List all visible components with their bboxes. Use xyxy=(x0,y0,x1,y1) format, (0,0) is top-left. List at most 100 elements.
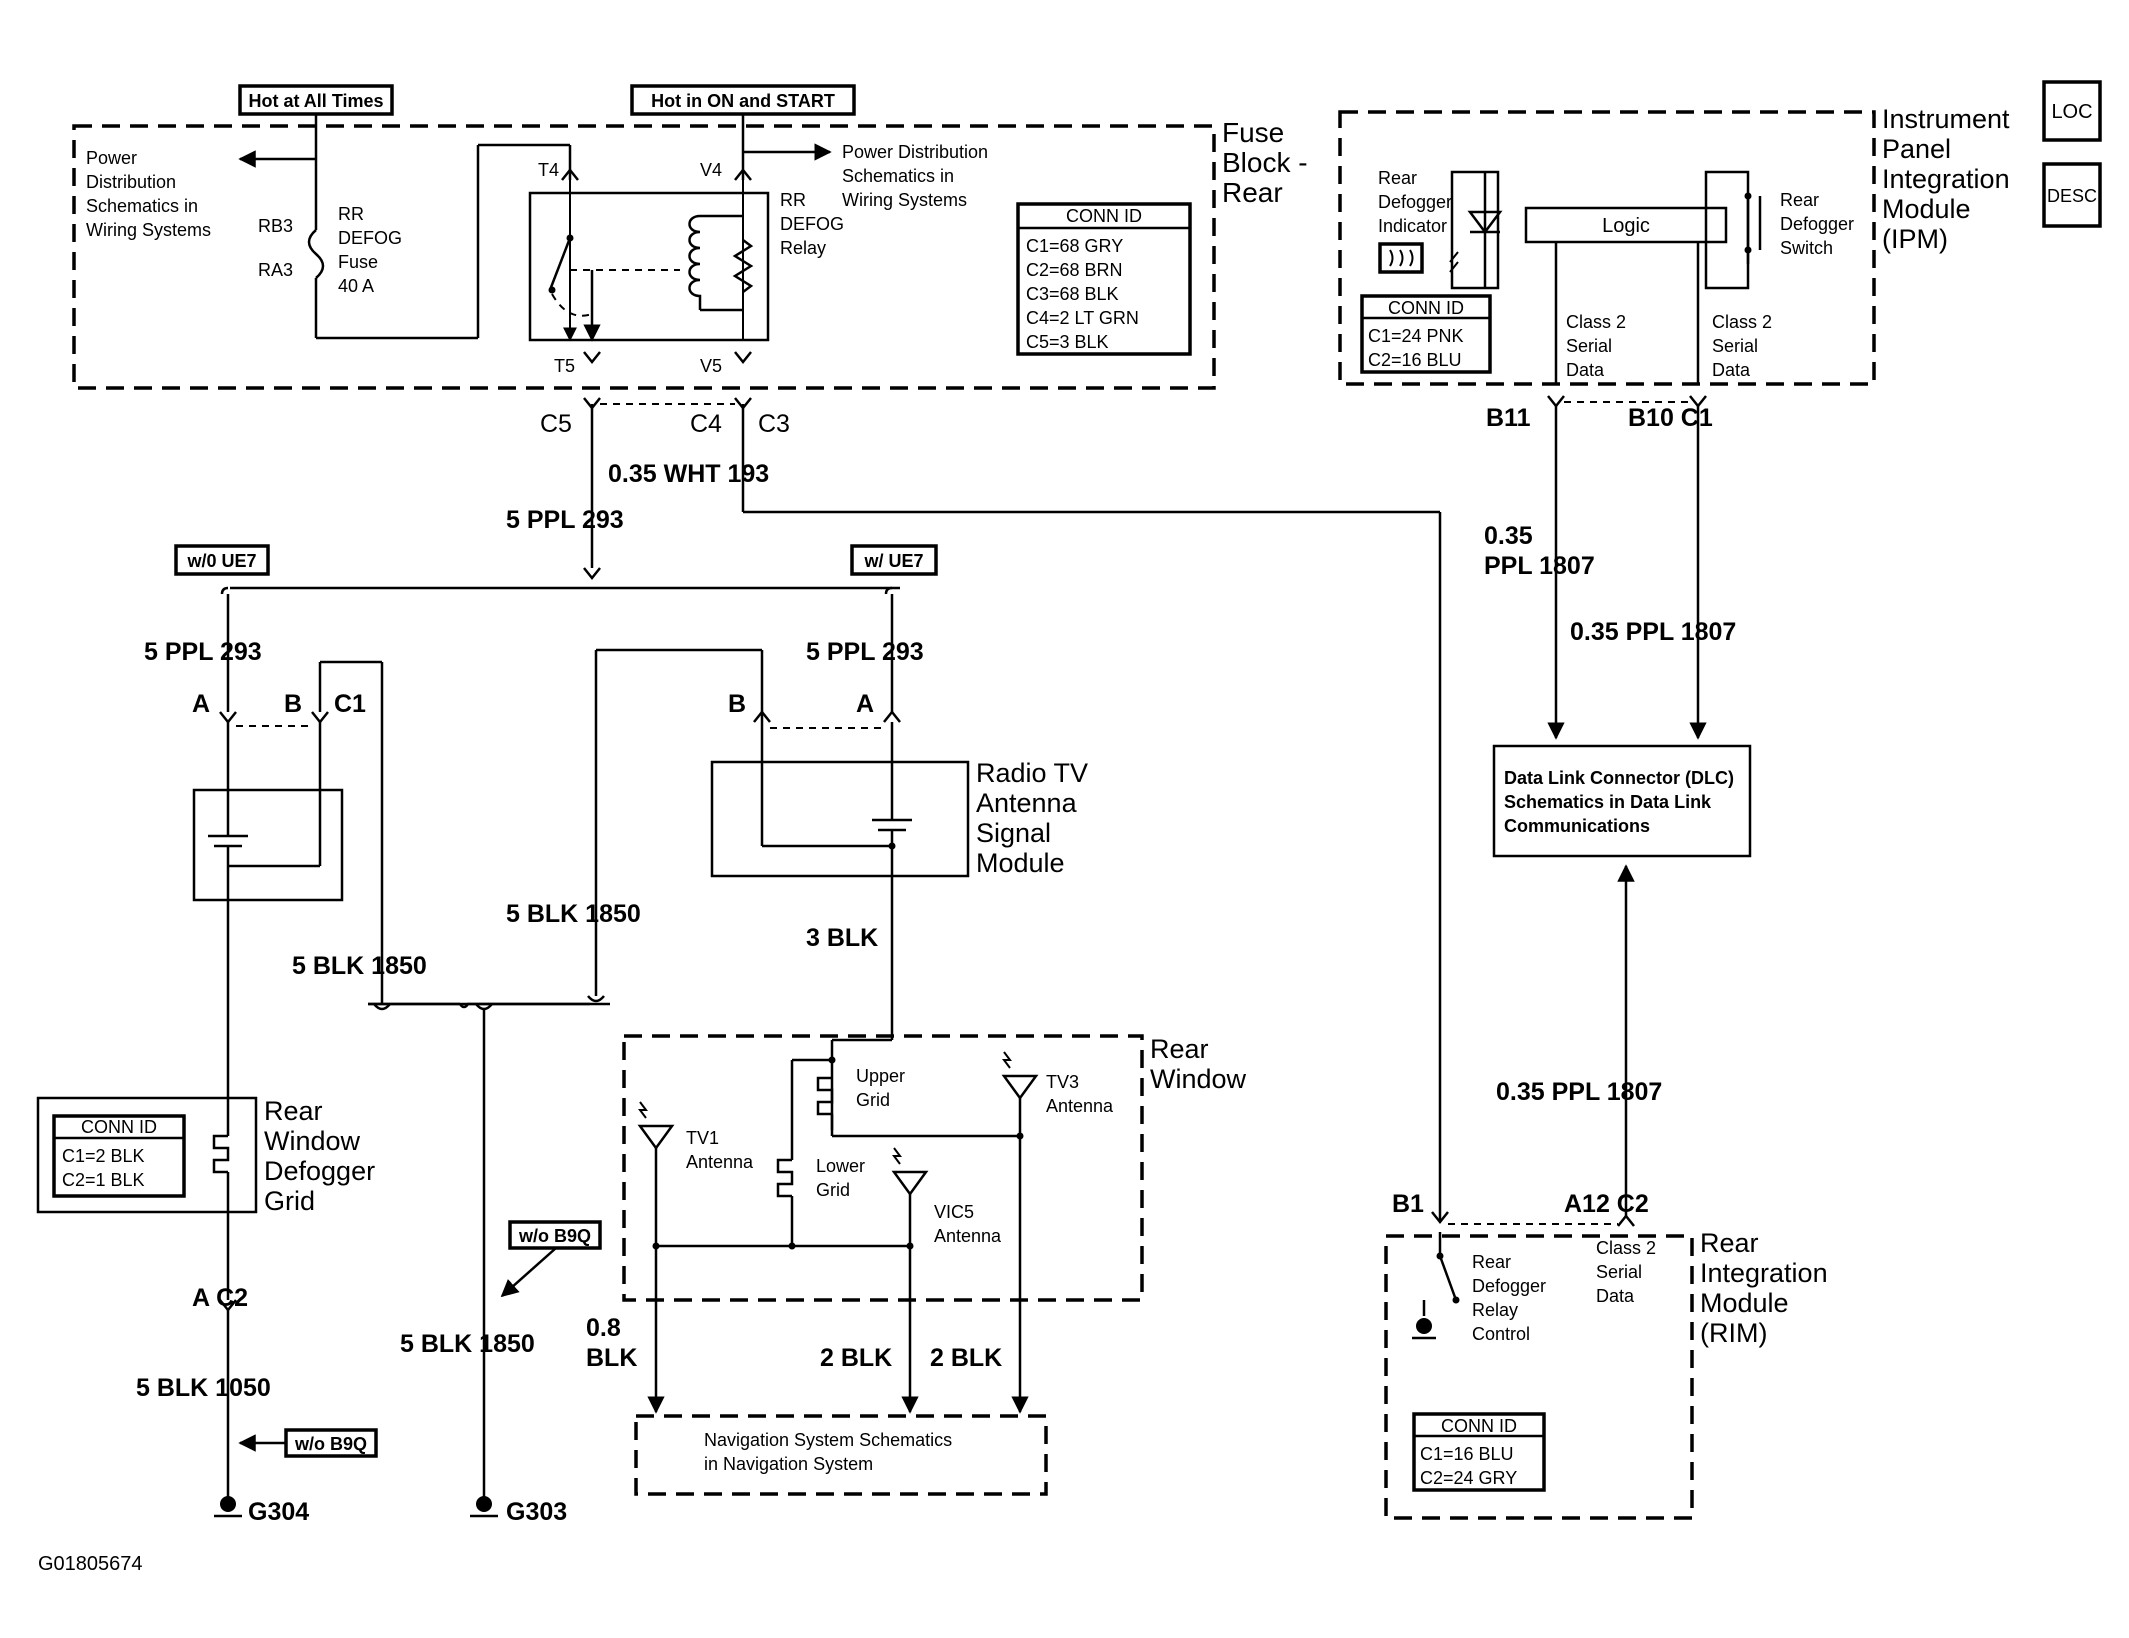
svg-text:BLK: BLK xyxy=(586,1344,637,1372)
svg-text:A: A xyxy=(192,690,210,718)
svg-text:A: A xyxy=(856,690,874,718)
svg-text:40 A: 40 A xyxy=(338,276,374,296)
svg-text:Communications: Communications xyxy=(1504,816,1650,836)
svg-text:Signal: Signal xyxy=(976,818,1051,848)
defogger-grid-circuit: 5 PPL 293 A B C1 5 BLK 1850 Rear Window … xyxy=(36,586,427,1526)
svg-text:Distribution: Distribution xyxy=(86,172,176,192)
svg-text:Hot in ON and START: Hot in ON and START xyxy=(651,91,835,111)
svg-text:Grid: Grid xyxy=(264,1186,315,1216)
svg-text:Radio TV: Radio TV xyxy=(976,758,1088,788)
svg-text:Instrument: Instrument xyxy=(1882,104,2010,134)
svg-text:Hot at All Times: Hot at All Times xyxy=(248,91,383,111)
svg-text:C2=68 BRN: C2=68 BRN xyxy=(1026,260,1123,280)
svg-text:V4: V4 xyxy=(700,160,722,180)
svg-text:Integration: Integration xyxy=(1700,1258,1828,1288)
svg-text:Schematics in: Schematics in xyxy=(842,166,954,186)
svg-text:C4=2 LT GRN: C4=2 LT GRN xyxy=(1026,308,1139,328)
svg-text:Module: Module xyxy=(976,848,1065,878)
svg-text:Data: Data xyxy=(1566,360,1605,380)
svg-text:(RIM): (RIM) xyxy=(1700,1318,1767,1348)
svg-text:Defogger: Defogger xyxy=(1378,192,1452,212)
svg-text:Control: Control xyxy=(1472,1324,1530,1344)
svg-text:Rear: Rear xyxy=(1150,1034,1209,1064)
svg-text:5 BLK 1850: 5 BLK 1850 xyxy=(400,1330,535,1358)
svg-text:Rear: Rear xyxy=(1378,168,1417,188)
svg-text:VIC5: VIC5 xyxy=(934,1202,974,1222)
svg-text:Fuse: Fuse xyxy=(1222,117,1284,148)
svg-text:Defogger: Defogger xyxy=(1472,1276,1546,1296)
svg-text:5 BLK 1850: 5 BLK 1850 xyxy=(506,900,641,928)
ground-bus-g303: 5 BLK 1850 w/o B9Q G303 xyxy=(368,1002,610,1526)
svg-text:B1: B1 xyxy=(1392,1190,1424,1218)
power-distribution-left: Power Distribution Schematics in Wiring … xyxy=(86,148,316,240)
svg-text:C4: C4 xyxy=(690,410,722,438)
svg-text:Data Link Connector (DLC): Data Link Connector (DLC) xyxy=(1504,768,1734,788)
svg-text:CONN ID: CONN ID xyxy=(1441,1416,1517,1436)
svg-text:w/o B9Q: w/o B9Q xyxy=(294,1434,367,1454)
option-label-w-ue7: w/ UE7 xyxy=(850,544,938,576)
svg-text:DEFOG: DEFOG xyxy=(338,228,402,248)
svg-text:w/o B9Q: w/o B9Q xyxy=(518,1226,591,1246)
svg-text:0.8: 0.8 xyxy=(586,1314,621,1342)
svg-text:Class 2: Class 2 xyxy=(1566,312,1626,332)
figure-id: G01805674 xyxy=(38,1553,143,1575)
svg-text:2 BLK: 2 BLK xyxy=(930,1344,1002,1372)
svg-text:5 PPL 293: 5 PPL 293 xyxy=(806,638,924,666)
svg-text:in Navigation System: in Navigation System xyxy=(704,1454,873,1474)
svg-text:LOC: LOC xyxy=(2051,101,2092,123)
svg-text:Block -: Block - xyxy=(1222,147,1308,178)
svg-text:Rear: Rear xyxy=(1222,177,1283,208)
fuse-block-rear: Fuse Block - Rear xyxy=(72,117,1308,390)
svg-text:B10 C1: B10 C1 xyxy=(1628,404,1713,432)
svg-text:C2=24 GRY: C2=24 GRY xyxy=(1420,1468,1517,1488)
svg-text:Defogger: Defogger xyxy=(264,1156,375,1186)
svg-text:Data: Data xyxy=(1596,1286,1635,1306)
svg-text:(IPM): (IPM) xyxy=(1882,224,1948,254)
svg-text:V5: V5 xyxy=(700,356,722,376)
svg-text:Serial: Serial xyxy=(1712,336,1758,356)
svg-text:Antenna: Antenna xyxy=(686,1152,754,1172)
svg-text:0.35: 0.35 xyxy=(1484,522,1533,550)
svg-text:Relay: Relay xyxy=(1472,1300,1518,1320)
radio-tv-antenna-module: 5 PPL 293 A B 5 BLK 1850 Radio TV Antenn… xyxy=(506,586,1088,1060)
svg-text:Rear: Rear xyxy=(1472,1252,1511,1272)
svg-text:Wiring Systems: Wiring Systems xyxy=(842,190,967,210)
svg-text:Fuse: Fuse xyxy=(338,252,378,272)
svg-text:Module: Module xyxy=(1700,1288,1789,1318)
svg-text:Window: Window xyxy=(264,1126,361,1156)
svg-text:C1=68 GRY: C1=68 GRY xyxy=(1026,236,1123,256)
svg-text:B11: B11 xyxy=(1486,404,1531,432)
svg-text:C2=16 BLU: C2=16 BLU xyxy=(1368,350,1462,370)
svg-text:Rear: Rear xyxy=(264,1096,323,1126)
instrument-panel-integration-module: Instrument Panel Integration Module (IPM… xyxy=(1338,104,2010,386)
svg-text:Wiring Systems: Wiring Systems xyxy=(86,220,211,240)
svg-text:Serial: Serial xyxy=(1566,336,1612,356)
loc-icon: LOC xyxy=(2042,80,2102,142)
rear-window: Rear Window Upper Grid Lower Grid TV3 An… xyxy=(586,1034,1247,1414)
svg-text:0.35 PPL 1807: 0.35 PPL 1807 xyxy=(1496,1078,1662,1106)
svg-text:DEFOG: DEFOG xyxy=(780,214,844,234)
svg-text:C3=68 BLK: C3=68 BLK xyxy=(1026,284,1119,304)
svg-text:2 BLK: 2 BLK xyxy=(820,1344,892,1372)
svg-text:RR: RR xyxy=(338,204,364,224)
svg-text:Relay: Relay xyxy=(780,238,826,258)
svg-text:Integration: Integration xyxy=(1882,164,2010,194)
svg-text:G303: G303 xyxy=(506,1498,567,1526)
svg-text:Class 2: Class 2 xyxy=(1596,1238,1656,1258)
svg-text:Schematics in Data Link: Schematics in Data Link xyxy=(1504,792,1712,812)
svg-text:C1=24 PNK: C1=24 PNK xyxy=(1368,326,1464,346)
svg-text:Switch: Switch xyxy=(1780,238,1833,258)
svg-text:Grid: Grid xyxy=(856,1090,890,1110)
svg-text:Power Distribution: Power Distribution xyxy=(842,142,988,162)
svg-text:Logic: Logic xyxy=(1602,215,1650,237)
ipm-dlc-wires: B11 B10 C1 0.35 PPL 1807 0.35 PPL 1807 xyxy=(1484,395,1736,740)
svg-text:T5: T5 xyxy=(554,356,575,376)
svg-text:G304: G304 xyxy=(248,1498,309,1526)
svg-text:5 BLK 1050: 5 BLK 1050 xyxy=(136,1374,271,1402)
svg-text:Grid: Grid xyxy=(816,1180,850,1200)
svg-text:Class 2: Class 2 xyxy=(1712,312,1772,332)
svg-text:TV3: TV3 xyxy=(1046,1072,1079,1092)
svg-text:C3: C3 xyxy=(758,410,790,438)
hot-at-all-times-label: Hot at All Times xyxy=(238,84,394,230)
svg-text:CONN ID: CONN ID xyxy=(1388,298,1464,318)
